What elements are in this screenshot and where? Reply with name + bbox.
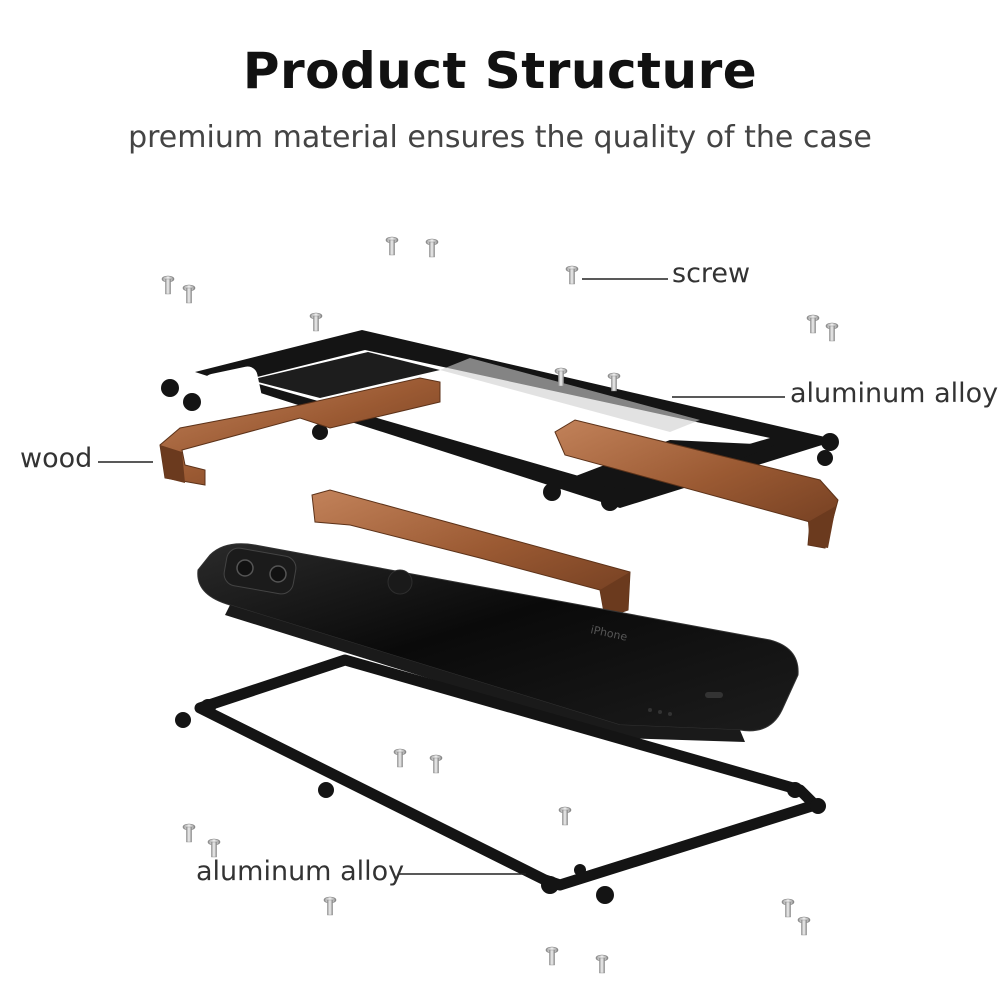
aluminum-frame-bottom: [175, 654, 826, 904]
wood-piece-right: [554, 419, 839, 549]
callout-label-aluminum-bottom: aluminum alloy: [196, 856, 405, 887]
callout-label-wood: wood: [20, 443, 93, 474]
wood-piece-center: [311, 489, 631, 619]
phone-device: [197, 543, 799, 742]
callout-label-aluminum-top: aluminum alloy: [790, 378, 999, 409]
page-subtitle: premium material ensures the quality of …: [128, 120, 872, 155]
page-title: Product Structure: [242, 42, 758, 100]
wood-piece-left: [159, 377, 441, 486]
callout-label-screw: screw: [672, 258, 751, 289]
